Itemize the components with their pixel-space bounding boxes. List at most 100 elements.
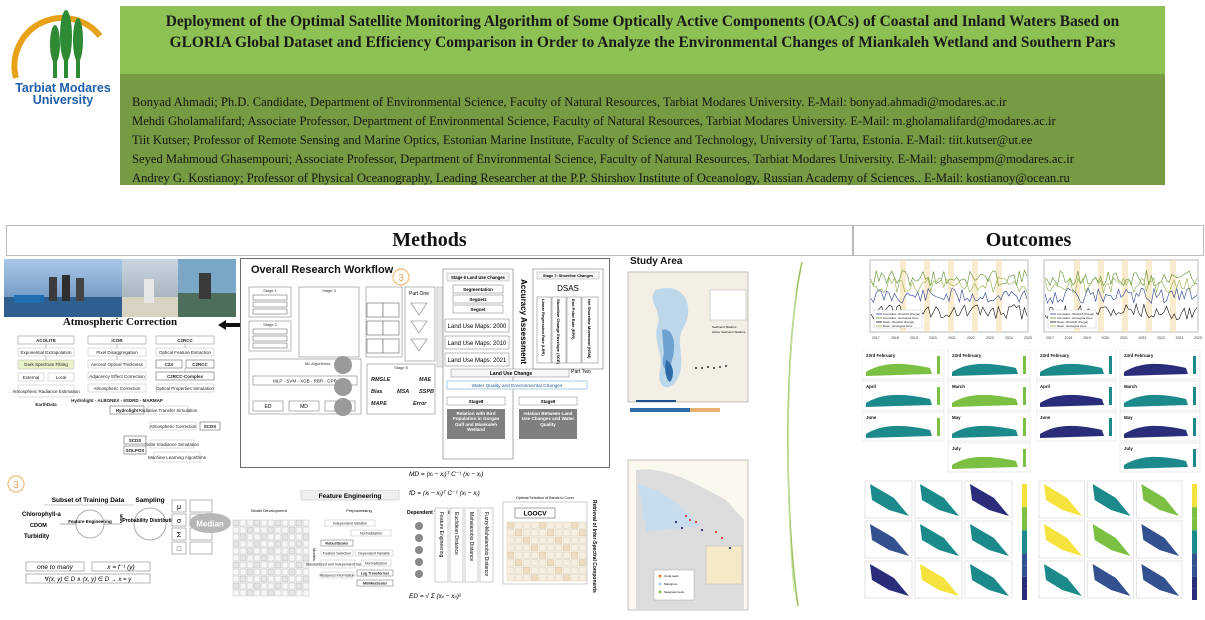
grid-cell [260,582,268,590]
grid-cell [288,582,296,590]
wf-s8l: Stage8 [469,399,484,404]
tick-label: 2023 [1157,336,1165,340]
tile-shape [1092,564,1131,596]
map-label: June [866,415,877,420]
grid-cell [281,561,289,569]
grid-cell [246,561,254,569]
tile-shape [1044,484,1082,516]
ac3-1: Optical Feature Extraction [159,350,212,355]
map-label: May [952,415,961,420]
ac3-0: C2RCC [177,338,193,343]
grid-cell [232,589,240,597]
university-name: Tarbiat Modares University [15,81,111,107]
grid-cell [295,561,303,569]
grid-cell [288,575,296,583]
grid-cell [302,568,310,576]
colorbar [1193,449,1196,467]
tr-median: Median [196,520,224,529]
grid-cell [253,582,261,590]
grid-cell [295,540,303,548]
grid-cell [281,582,289,590]
grid-cell [295,554,303,562]
wf-sh-c2: End Point Rate (EPR) [571,299,576,340]
colorbar [937,418,940,436]
training-diagram: 3 Subset of Training Data Chlorophyll-a … [7,475,213,584]
season-band [972,260,978,332]
grid-cell [232,519,240,527]
loocv-cell [570,559,579,567]
grid-cell [302,589,310,597]
median-node: Median [188,512,232,534]
authors-band: Bonyad Ahmadi; Ph.D. Candidate, Departme… [120,74,1165,185]
colorbar-step [1022,588,1027,600]
grid-cell [267,561,275,569]
colorbar [1109,418,1112,436]
fe-i5: Standardized and Independent Variables [306,563,371,567]
tile-shape [1092,524,1131,556]
grid-cell [232,582,240,590]
colorbar [1023,418,1026,436]
grid-cell [288,547,296,555]
tile-shape [1092,484,1131,516]
grid-cell [288,540,296,548]
loocv-cell [530,551,539,559]
loocv-cell [506,559,515,567]
loocv-cell [530,536,539,544]
fe-md: Model Development [251,508,287,513]
lagoon-shape [952,425,1018,438]
lagoon-shape [866,394,932,407]
tr-in2: Turbidity [24,534,50,540]
grid-cell [232,533,240,541]
stage9-text: relation Between Land Use Changes and Wa… [521,411,575,427]
title-band: Deployment of the Optimal Satellite Moni… [120,6,1165,74]
stage8-text: Relation with Bird Population in Gorgan … [452,411,500,433]
author-line: Bonyad Ahmadi; Ph.D. Candidate, Departme… [132,95,1007,109]
grid-cell [274,561,282,569]
grid-cell [246,575,254,583]
ds-dep: Dependent Variable [407,510,454,516]
loocv-cell [554,521,563,529]
loocv-cell [522,559,531,567]
loocv-cell [562,559,571,567]
grid-cell [281,540,289,548]
wf-lu-h: Stage 6 Land Use Changes [451,275,505,280]
wf-s5: Stage 5 [394,365,409,370]
loocv-cell [514,566,523,574]
grid-cell [260,533,268,541]
grid-cell [232,575,240,583]
ac1-3: External [23,375,40,380]
grid-cell [295,547,303,555]
loocv-cell [546,521,555,529]
arrow-left-icon [218,320,240,330]
wf-m5: MAPE [371,401,387,407]
loocv-cell [562,529,571,537]
timeseries-left-chart: Anomalies - Brackish (Ponga)Anomalies - … [869,259,1032,340]
colorbar-step [1022,542,1027,554]
grid-cell [267,589,275,597]
grid-cell [295,589,303,597]
loocv-cell [514,544,523,552]
legend-box [1047,309,1097,329]
colorbar [937,387,940,405]
fe-i4: Dependent Variable [358,552,390,556]
grid-cell [267,547,275,555]
loocv-cell [538,521,547,529]
ac2-5: Hydrolight - ALBONEX - 6SDRD - MARMAP [71,398,163,403]
loocv-cell [514,551,523,559]
tr-in1: CDOM [30,523,47,529]
legend-label: Mean - Ecological Zone [1057,324,1087,328]
loocv-cell [538,544,547,552]
loocv-cell [546,566,555,574]
season-band [1074,260,1080,332]
fe-i9: MinMaxScaler [363,582,388,586]
wf-sh-h: Stage 7: Shoreline Changes [543,274,593,278]
loocv-cell [538,559,547,567]
grid-cell [239,547,247,555]
loocv-cell [554,566,563,574]
tick-label: 2025 [1194,336,1202,340]
colorbar-step [1022,507,1027,519]
ds-lt: Optimal Selection of Bands to Cover [516,496,575,500]
map-label: 23rd February [866,353,896,358]
